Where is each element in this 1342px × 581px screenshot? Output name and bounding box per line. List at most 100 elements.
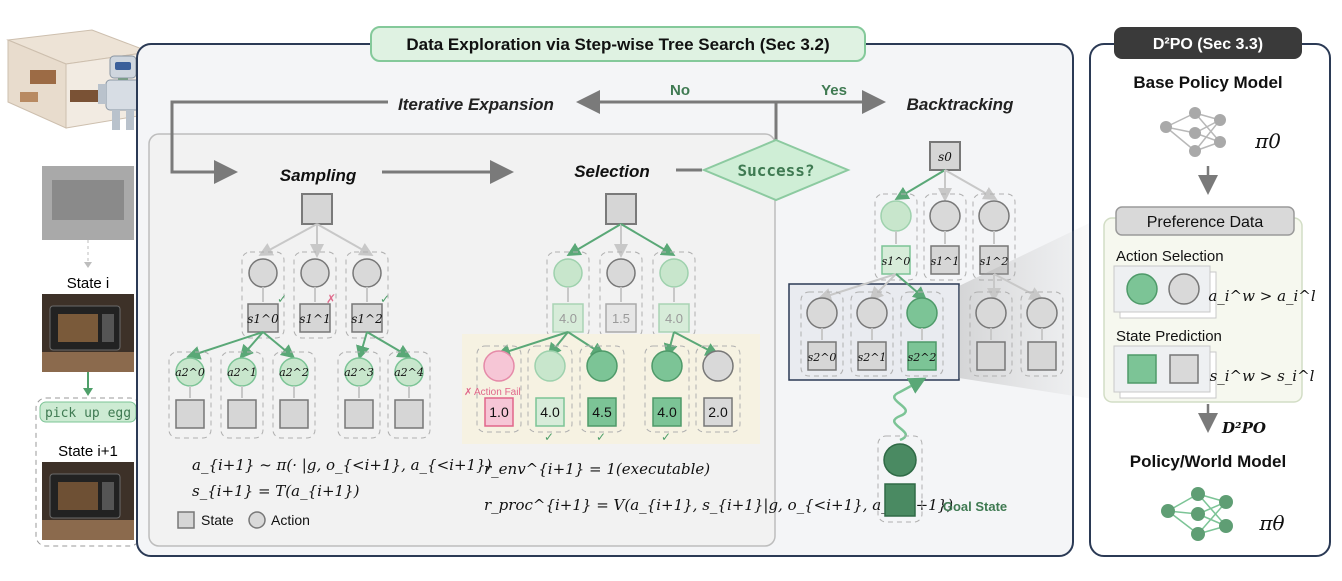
selection-root-state bbox=[605, 193, 637, 225]
candidate-state-node bbox=[394, 399, 424, 429]
selection-action-node bbox=[606, 258, 636, 288]
sampling-root-state bbox=[301, 193, 333, 225]
selection-score: 1.5 bbox=[612, 311, 630, 326]
sampling-tree: s1^0 s1^1 s1^2 ✓ ✗ ✓ a2^0 a2^1 a2^2 a2^3… bbox=[168, 193, 431, 439]
selection-state-node bbox=[605, 303, 637, 333]
sampling-action-node bbox=[300, 258, 330, 288]
selection-child-score: 4.5 bbox=[592, 404, 612, 420]
check-icon: ✓ bbox=[380, 292, 390, 306]
backtrack-state-label: s1^0 bbox=[882, 255, 911, 268]
success-label: Success? bbox=[737, 161, 814, 180]
preferred-state-icon bbox=[1127, 354, 1157, 384]
backtrack-root-label: s0 bbox=[938, 150, 952, 164]
env-reward-formula: r_env^{i+1} = 1(executable) bbox=[484, 460, 710, 478]
backtrack-child-label: s2^2 bbox=[908, 351, 937, 364]
candidate-action-label: a2^2 bbox=[279, 366, 309, 379]
sampling-formula-2: s_{i+1} = T(a_{i+1}) bbox=[192, 482, 360, 500]
selection-title: Selection bbox=[574, 162, 650, 181]
selection-child-state bbox=[703, 397, 733, 427]
main-panel-title: Data Exploration via Step-wise Tree Sear… bbox=[406, 35, 829, 54]
main-panel-title-badge bbox=[370, 26, 866, 62]
selection-child-state bbox=[652, 397, 682, 427]
backtrack-child-action bbox=[1026, 297, 1058, 329]
selection-state-node bbox=[552, 303, 584, 333]
candidate-action-label: a2^0 bbox=[175, 366, 205, 379]
check-icon: ✓ bbox=[544, 430, 554, 444]
state-i-label: State i bbox=[67, 275, 110, 292]
state-preference: s_i^w > s_i^l bbox=[1210, 367, 1315, 385]
selection-action-node bbox=[659, 258, 689, 288]
legend-state-label: State bbox=[201, 512, 234, 528]
backtrack-action-node bbox=[929, 200, 961, 232]
backtrack-action-node bbox=[978, 200, 1010, 232]
trained-network-icon bbox=[1161, 487, 1233, 541]
legend-state-swatch bbox=[177, 511, 195, 529]
backtrack-child-state bbox=[857, 341, 887, 371]
backtrack-child-label: s2^1 bbox=[858, 351, 887, 364]
backtrack-child-state bbox=[976, 341, 1006, 371]
selection-child-state bbox=[587, 397, 617, 427]
pi-theta-label: πθ bbox=[1258, 511, 1284, 535]
state-i1-image bbox=[42, 462, 134, 540]
right-panel-title: D²PO (Sec 3.3) bbox=[1153, 36, 1263, 53]
backtracking-label: Backtracking bbox=[907, 95, 1014, 114]
candidate-state-node bbox=[279, 399, 309, 429]
goal-action-node bbox=[883, 443, 917, 477]
no-label: No bbox=[670, 82, 690, 99]
action-fail-label: Action Fail bbox=[474, 387, 521, 398]
backtrack-child-action bbox=[856, 297, 888, 329]
pi0-label: π0 bbox=[1254, 129, 1281, 153]
backtrack-child-state bbox=[1027, 341, 1057, 371]
state-i-image bbox=[42, 294, 134, 372]
yes-label: Yes bbox=[821, 82, 847, 99]
selection-child-action bbox=[702, 350, 734, 382]
rejected-action-icon bbox=[1168, 273, 1200, 305]
sampling-state-node bbox=[351, 303, 383, 333]
action-chip-label: pick up egg bbox=[45, 406, 131, 421]
backtrack-child-state bbox=[907, 341, 937, 371]
backtrack-child-action bbox=[806, 297, 838, 329]
process-reward-formula: r_proc^{i+1} = V(a_{i+1}, s_{i+1}|g, o_{… bbox=[484, 496, 953, 514]
candidate-state-node bbox=[344, 399, 374, 429]
goal-state-label: Goal State bbox=[943, 499, 1007, 514]
backtrack-child-action bbox=[975, 297, 1007, 329]
sampling-state-label: s1^0 bbox=[247, 312, 279, 326]
rejected-state-icon bbox=[1169, 354, 1199, 384]
sampling-action-node bbox=[352, 258, 382, 288]
failed-state-node bbox=[484, 397, 514, 427]
sampling-title: Sampling bbox=[280, 166, 357, 185]
state-i1-label: State i+1 bbox=[58, 443, 118, 460]
sampling-state-label: s1^1 bbox=[299, 312, 330, 326]
state-prediction-label: State Prediction bbox=[1116, 328, 1222, 345]
backtrack-child-state bbox=[807, 341, 837, 371]
check-icon: ✓ bbox=[661, 430, 671, 444]
selection-tree: 4.0 1.5 4.0 ✗ Action Fail 1.0 4.0 4.5 4.… bbox=[462, 193, 760, 444]
selection-score: 4.0 bbox=[559, 311, 577, 326]
check-icon: ✓ bbox=[596, 430, 606, 444]
action-selection-label: Action Selection bbox=[1116, 248, 1224, 265]
action-fail-icon: ✗ bbox=[464, 387, 472, 398]
preferred-action-icon bbox=[1126, 273, 1158, 305]
candidate-action-label: a2^3 bbox=[344, 366, 374, 379]
action-preference: a_i^w > a_i^l bbox=[1208, 287, 1316, 305]
goal-state-node bbox=[884, 483, 916, 517]
selection-child-score: 4.0 bbox=[657, 404, 677, 420]
base-network-icon bbox=[1160, 107, 1226, 157]
backtrack-state-label: s1^1 bbox=[931, 255, 960, 268]
right-panel-title-badge bbox=[1114, 27, 1302, 59]
selection-child-score: 4.0 bbox=[540, 404, 560, 420]
backtrack-child-label: s2^0 bbox=[808, 351, 837, 364]
selection-action-node bbox=[553, 258, 583, 288]
sampling-formula-1: a_{i+1} ~ π(· |g, o_{<i+1}, a_{<i+1}) bbox=[192, 456, 492, 474]
base-policy-label: Base Policy Model bbox=[1133, 73, 1282, 92]
failed-action-node bbox=[483, 350, 515, 382]
backtrack-state-label: s1^2 bbox=[980, 255, 1009, 268]
preference-data-label: Preference Data bbox=[1147, 214, 1264, 231]
selection-child-score: 2.0 bbox=[708, 404, 728, 420]
legend-action-label: Action bbox=[271, 512, 310, 528]
sampling-state-node bbox=[299, 303, 331, 333]
preference-data-header bbox=[1115, 206, 1295, 236]
candidate-state-node bbox=[175, 399, 205, 429]
selection-child-state bbox=[535, 397, 565, 427]
